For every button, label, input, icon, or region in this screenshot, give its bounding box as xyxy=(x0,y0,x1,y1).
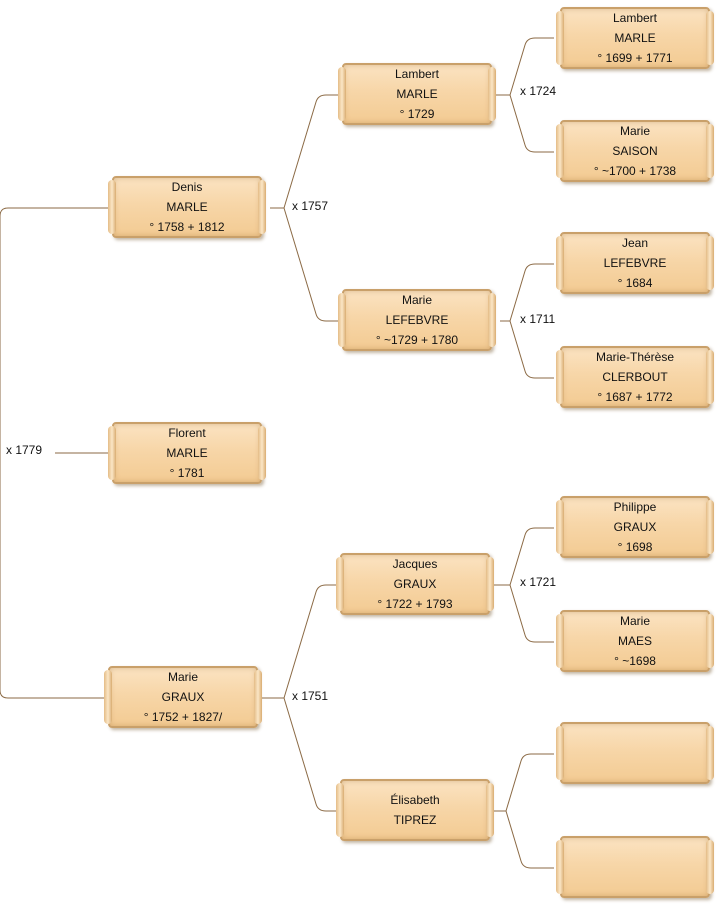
person-first-name: Lambert xyxy=(394,67,440,81)
person-last-name: MARLE xyxy=(396,87,438,101)
person-last-name: MARLE xyxy=(614,31,656,45)
person-dates: ° 1722 + 1793 xyxy=(377,597,453,611)
connector-1779 xyxy=(0,207,108,699)
person-first-name: Philippe xyxy=(613,500,657,514)
person-dates: ° 1752 + 1827/ xyxy=(143,710,223,724)
person-first-name: Jean xyxy=(621,236,649,250)
marriage-label-1779: x 1779 xyxy=(4,443,45,457)
person-last-name: LEFEBVRE xyxy=(385,313,449,327)
person-dates: ° ~1698 xyxy=(614,654,656,668)
person-first-name: Lambert xyxy=(612,11,658,25)
person-dates: ° 1729 xyxy=(399,107,435,121)
person-card-unknown-2[interactable] xyxy=(556,836,714,898)
person-first-name: Marie xyxy=(619,614,650,628)
person-last-name: CLERBOUT xyxy=(602,370,668,384)
marriage-label-1724: x 1724 xyxy=(518,84,559,98)
marriage-label-1751: x 1751 xyxy=(290,689,331,703)
person-card-jacques[interactable]: Jacques GRAUX ° 1722 + 1793 xyxy=(336,553,494,615)
person-first-name: Denis xyxy=(171,180,203,194)
person-card-marie-graux[interactable]: Marie GRAUX ° 1752 + 1827/ xyxy=(104,666,262,728)
person-dates: ° 1758 + 1812 xyxy=(149,220,225,234)
person-card-jean[interactable]: Jean LEFEBVRE ° 1684 xyxy=(556,232,714,294)
person-last-name: MAES xyxy=(617,634,652,648)
person-card-marie-lefebvre[interactable]: Marie LEFEBVRE ° ~1729 + 1780 xyxy=(338,289,496,351)
person-dates: ° 1684 xyxy=(617,276,653,290)
marriage-label-1721: x 1721 xyxy=(518,575,559,589)
person-first-name: Marie xyxy=(401,293,432,307)
person-card-lambert-1699[interactable]: Lambert MARLE ° 1699 + 1771 xyxy=(556,7,714,69)
person-dates: ° 1687 + 1772 xyxy=(597,390,673,404)
person-card-marie-maes[interactable]: Marie MAES ° ~1698 xyxy=(556,610,714,672)
marriage-label-1757: x 1757 xyxy=(290,199,331,213)
connector-tiprez xyxy=(494,753,554,869)
person-dates: ° 1698 xyxy=(617,540,653,554)
person-first-name: Marie-Thérèse xyxy=(595,350,675,364)
person-last-name: TIPREZ xyxy=(393,813,437,827)
person-last-name: GRAUX xyxy=(613,520,657,534)
person-last-name: GRAUX xyxy=(393,577,437,591)
person-last-name: SAISON xyxy=(612,144,658,158)
person-dates: ° 1699 + 1771 xyxy=(597,51,673,65)
person-last-name: MARLE xyxy=(166,446,208,460)
person-dates: ° 1781 xyxy=(169,466,205,480)
person-card-florent[interactable]: Florent MARLE ° 1781 xyxy=(108,422,266,484)
person-first-name: Élisabeth xyxy=(390,793,440,807)
connector-1757 xyxy=(270,94,338,322)
person-card-unknown-1[interactable] xyxy=(556,722,714,784)
person-card-marie-saison[interactable]: Marie SAISON ° ~1700 + 1738 xyxy=(556,120,714,182)
person-first-name: Florent xyxy=(168,426,206,440)
connector-1724 xyxy=(496,37,554,153)
person-first-name: Jacques xyxy=(392,557,438,571)
connector-1721 xyxy=(494,527,554,643)
person-card-lambert-1729[interactable]: Lambert MARLE ° 1729 xyxy=(338,63,496,125)
marriage-label-1711: x 1711 xyxy=(518,312,558,326)
person-dates: ° ~1729 + 1780 xyxy=(375,333,459,347)
connector-1711 xyxy=(500,263,554,379)
person-last-name: LEFEBVRE xyxy=(603,256,667,270)
connector-1751 xyxy=(262,584,338,812)
person-card-philippe[interactable]: Philippe GRAUX ° 1698 xyxy=(556,496,714,558)
person-dates: ° ~1700 + 1738 xyxy=(593,164,677,178)
person-card-denis[interactable]: Denis MARLE ° 1758 + 1812 xyxy=(108,176,266,238)
person-card-elisabeth[interactable]: Élisabeth TIPREZ xyxy=(336,779,494,841)
person-card-marie-therese[interactable]: Marie-Thérèse CLERBOUT ° 1687 + 1772 xyxy=(556,346,714,408)
person-first-name: Marie xyxy=(619,124,650,138)
person-last-name: MARLE xyxy=(166,200,208,214)
person-last-name: GRAUX xyxy=(161,690,205,704)
person-first-name: Marie xyxy=(167,670,198,684)
